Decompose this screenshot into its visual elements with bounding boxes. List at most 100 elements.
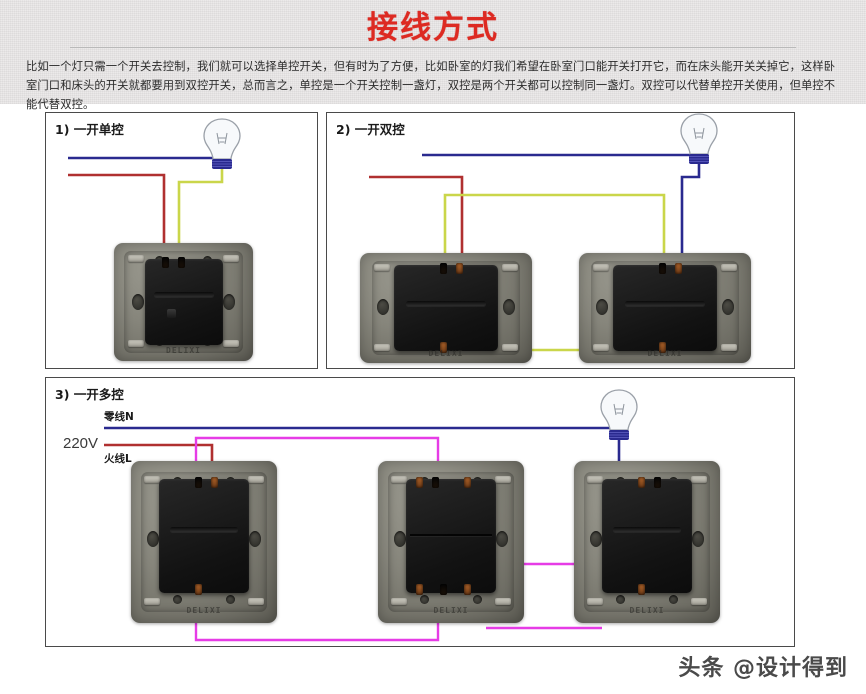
light-bulb-3: [595, 387, 643, 446]
screw-slot: [391, 598, 407, 605]
panel-label-1: 1) 一开单控: [55, 122, 124, 137]
terminal-l1[interactable]: [638, 477, 645, 488]
terminal-a2[interactable]: [432, 477, 439, 488]
terminal-b3[interactable]: [464, 584, 471, 595]
panel-label-3: 3) 一开多控: [55, 387, 124, 402]
screw-slot: [223, 340, 239, 347]
mount-hole: [223, 294, 235, 310]
screw-slot: [593, 264, 609, 271]
page-title: 接线方式: [367, 10, 499, 46]
switch-module-2-left[interactable]: [394, 263, 498, 353]
wire-link-4-magenta: [194, 618, 440, 642]
title-divider: [70, 47, 796, 48]
screw-slot: [248, 476, 264, 483]
mount-hole: [249, 531, 261, 547]
terminal-a3[interactable]: [464, 477, 471, 488]
module-ridge: [625, 301, 705, 306]
light-bulb-2: [675, 111, 723, 170]
switch-module-3-left[interactable]: [159, 477, 249, 595]
wire-live-red: [68, 173, 166, 243]
screw-slot: [502, 344, 518, 351]
bulb-glass: [600, 389, 638, 431]
wire-traveller-1-yellowgreen: [443, 193, 666, 253]
switch-plate-3-left[interactable]: DELIXI: [131, 461, 277, 623]
terminal-l[interactable]: [654, 477, 661, 488]
screw-slot: [374, 344, 390, 351]
panel-label-2: 2) 一开双控: [336, 122, 405, 137]
wire-live-red: [369, 175, 464, 253]
terminal-l1[interactable]: [195, 477, 202, 488]
module-ridge: [169, 527, 239, 532]
screw-slot: [587, 598, 603, 605]
plate-brand: DELIXI: [428, 348, 464, 358]
intro-paragraph: 比如一个灯只需一个开关去控制，我们就可以选择单控开关，但有时为了方便，比如卧室的…: [26, 60, 836, 111]
label-live-l: 火线L: [104, 453, 132, 465]
mount-hole: [722, 299, 734, 315]
screw-slot: [374, 264, 390, 271]
terminal-l2[interactable]: [638, 584, 645, 595]
terminal-l[interactable]: [675, 263, 682, 274]
switch-plate-3-right[interactable]: DELIXI: [574, 461, 720, 623]
wire-switchleg-yellowgreen: [177, 165, 224, 243]
mount-hole: [616, 595, 625, 604]
mount-hole: [496, 531, 508, 547]
mount-hole: [377, 299, 389, 315]
header-band: [0, 0, 866, 104]
switch-plate-1[interactable]: DELIXI: [114, 243, 253, 361]
panel-two-way-control: 2) 一开双控: [326, 112, 795, 369]
screw-slot: [495, 476, 511, 483]
screw-slot: [721, 264, 737, 271]
terminal-l2[interactable]: [440, 342, 447, 353]
light-bulb-1: [198, 116, 246, 175]
mount-hole: [147, 531, 159, 547]
wire-bulb-to-switch-blue: [680, 162, 701, 265]
module-ridge: [406, 301, 486, 306]
terminal-l1[interactable]: [178, 257, 185, 268]
bulb-base-threads: [212, 161, 232, 167]
plate-brand: DELIXI: [629, 605, 665, 615]
plate-brand: DELIXI: [433, 605, 469, 615]
screw-slot: [691, 598, 707, 605]
bulb-glass: [680, 113, 718, 155]
panel-single-control: 1) 一开单控: [45, 112, 318, 369]
switch-plate-2-right[interactable]: DELIXI: [579, 253, 751, 363]
module-button[interactable]: [167, 309, 176, 318]
module-ridge: [154, 292, 214, 297]
mount-hole: [669, 595, 678, 604]
bulb-filament: [693, 127, 705, 140]
switch-module-3-right[interactable]: [602, 477, 692, 595]
screw-slot: [587, 476, 603, 483]
label-voltage-220v: 220V: [63, 435, 99, 452]
plate-brand: DELIXI: [186, 605, 222, 615]
mount-hole: [692, 531, 704, 547]
mount-hole: [503, 299, 515, 315]
switch-plate-2-left[interactable]: DELIXI: [360, 253, 532, 363]
terminal-a1[interactable]: [416, 477, 423, 488]
panel-multi-control: 3) 一开多控 零线N 220V 火线L: [45, 377, 795, 647]
panel1-wire-layer: [68, 156, 224, 243]
bulb-glass: [203, 118, 241, 160]
switch-module-3-middle[interactable]: [406, 477, 496, 595]
module-ridge: [612, 527, 682, 532]
terminal-l[interactable]: [211, 477, 218, 488]
screw-slot: [391, 476, 407, 483]
label-neutral-n: 零线N: [104, 411, 134, 423]
mount-hole: [596, 299, 608, 315]
switch-plate-3-middle[interactable]: DELIXI: [378, 461, 524, 623]
terminal-b2[interactable]: [440, 584, 447, 595]
screw-slot: [691, 476, 707, 483]
screw-slot: [128, 255, 144, 262]
terminal-l[interactable]: [162, 257, 169, 268]
plate-brand: DELIXI: [166, 346, 201, 356]
terminal-l2[interactable]: [195, 584, 202, 595]
switch-module-2-right[interactable]: [613, 263, 717, 353]
terminal-l1[interactable]: [659, 263, 666, 274]
plate-brand: DELIXI: [647, 348, 683, 358]
terminal-l2[interactable]: [659, 342, 666, 353]
terminal-l1[interactable]: [440, 263, 447, 274]
terminal-b1[interactable]: [416, 584, 423, 595]
module-seam: [409, 534, 493, 536]
terminal-l[interactable]: [456, 263, 463, 274]
switch-module-1[interactable]: [145, 257, 223, 345]
screw-slot: [248, 598, 264, 605]
